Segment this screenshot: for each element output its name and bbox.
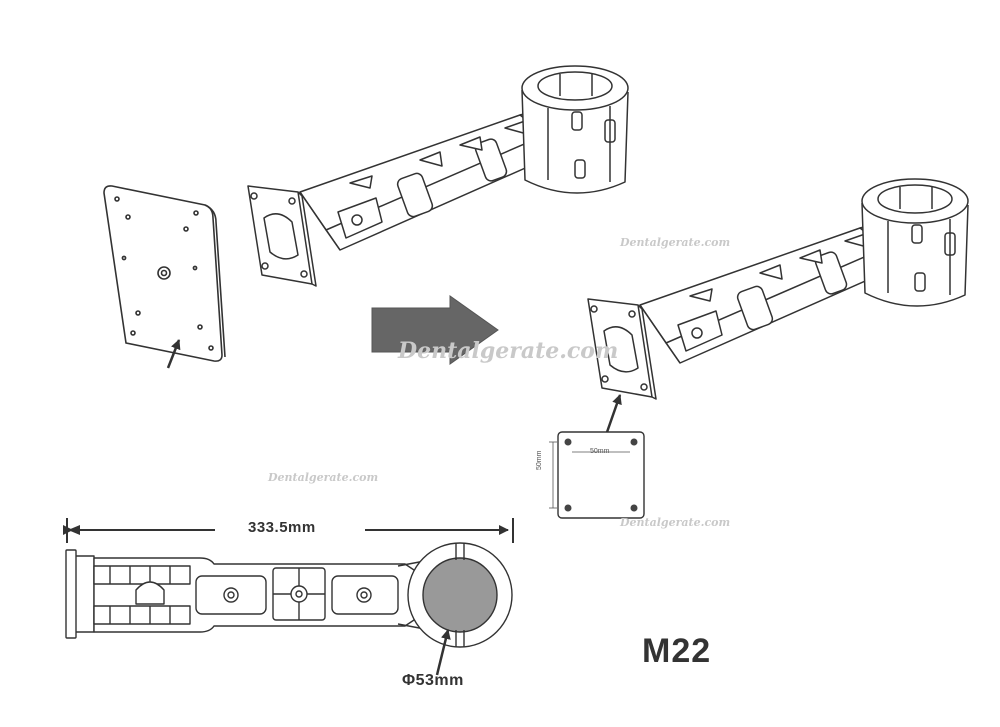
- arm-assembly-top: [247, 65, 629, 287]
- watermark-text: Dentalgerate.com: [620, 516, 731, 529]
- vesa-vertical-label: 50mm: [536, 450, 543, 470]
- vesa-pointer-arrow: [604, 394, 622, 436]
- direction-arrow: [371, 295, 499, 365]
- watermark-text: Dentalgerate.com: [398, 338, 619, 364]
- diameter-label: Φ53mm: [402, 672, 464, 689]
- model-label: M22: [642, 632, 712, 670]
- arm-top-view: [65, 542, 513, 648]
- arm-assembly-assembled: [587, 178, 969, 400]
- loose-vesa-plate: [103, 185, 226, 362]
- watermark-text: Dentalgerate.com: [620, 236, 731, 249]
- diameter-pointer-arrow: [435, 629, 451, 676]
- plate-pointer-arrow: [166, 339, 181, 369]
- vesa-detail: [549, 431, 645, 519]
- vesa-horizontal-label: 50mm: [590, 448, 610, 455]
- length-label: 333.5mm: [248, 519, 316, 536]
- length-dimension: [63, 518, 514, 543]
- watermark-text: Dentalgerate.com: [268, 471, 379, 484]
